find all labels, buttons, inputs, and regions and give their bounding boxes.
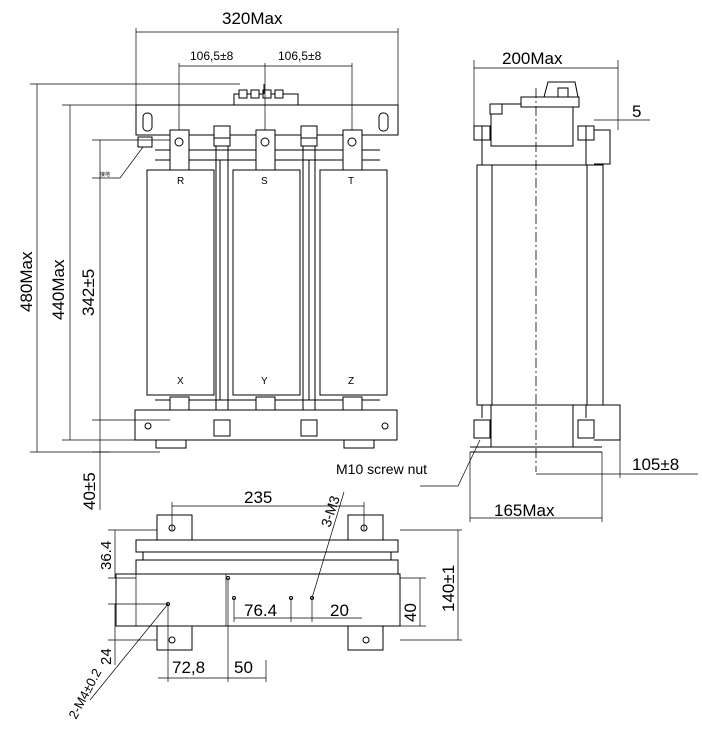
side-nut-br	[577, 419, 595, 439]
front-dimensions: 320Max 106,5±8 106,5±8 480Max 440Max 342…	[17, 9, 399, 510]
phase-x: X	[177, 376, 184, 387]
phase-y: Y	[261, 376, 268, 387]
dim-40: 40±5	[80, 472, 99, 510]
yoke-slot-left	[142, 112, 153, 132]
phase-z: Z	[348, 376, 354, 387]
dim-140: 140±1	[439, 565, 458, 612]
dim-165max: 165Max	[494, 501, 555, 520]
side-bracket-bot	[594, 404, 621, 441]
lug-top-t	[342, 129, 363, 171]
side-bot-yoke	[490, 404, 574, 448]
dim-76-4: 76.4	[244, 601, 277, 620]
lug-top-s	[255, 129, 276, 171]
mount-plate-top	[135, 539, 399, 553]
label-screw-nut: M10 screw nut	[336, 461, 427, 477]
mount-base	[115, 573, 401, 627]
ground-tab	[137, 136, 153, 148]
label-2-m4: 2-M4±0.2	[65, 666, 104, 721]
side-terminal-block	[520, 96, 580, 108]
dim-20: 20	[330, 601, 349, 620]
front-foot-left	[155, 439, 187, 449]
front-base	[134, 409, 398, 441]
coil-r	[146, 169, 215, 396]
ground-tag-text: 接地	[100, 171, 110, 178]
side-terminal	[543, 81, 579, 98]
terminal-3	[262, 89, 272, 99]
mount-view	[115, 514, 401, 651]
mount-tab-tr	[347, 514, 384, 541]
lug-top-r	[169, 129, 190, 171]
coil-s	[232, 169, 301, 396]
dim-40-mount: 40	[401, 603, 420, 622]
dim-342: 342±5	[79, 269, 98, 316]
dim-235: 235	[244, 488, 272, 507]
dim-440max: 440Max	[49, 259, 68, 320]
side-terminal-nut	[557, 87, 569, 98]
side-view	[470, 81, 621, 472]
phase-t: T	[348, 176, 354, 187]
dim-36-4: 36.4	[98, 541, 115, 570]
nut-bot-1	[213, 419, 231, 437]
phase-s: S	[261, 176, 268, 187]
side-top-yoke	[490, 103, 574, 147]
dim-50: 50	[234, 658, 253, 677]
terminal-1	[238, 89, 248, 99]
nut-top-2b	[300, 137, 318, 147]
terminal-2	[250, 89, 260, 99]
dim-105: 105±8	[632, 455, 679, 474]
nut-top-1	[213, 125, 231, 139]
dim-480max: 480Max	[17, 251, 36, 312]
nut-top-2	[300, 125, 318, 139]
side-coil	[476, 164, 604, 406]
dim-106-left: 106,5±8	[190, 49, 234, 63]
nut-bot-2	[300, 419, 318, 437]
side-cap	[489, 103, 503, 115]
side-bracket-top	[594, 129, 611, 165]
dim-320max: 320Max	[222, 9, 283, 28]
terminal-4	[274, 89, 284, 99]
dim-24: 24	[98, 648, 115, 665]
side-nut-bl	[473, 419, 491, 439]
dim-72-8: 72,8	[172, 658, 205, 677]
dim-200max: 200Max	[502, 49, 563, 68]
yoke-slot-right	[378, 112, 389, 132]
dim-5: 5	[632, 102, 641, 121]
mount-plate-mid	[142, 551, 392, 561]
label-3-m3: 3-M3	[318, 493, 343, 528]
front-foot-right	[343, 439, 375, 449]
dim-106-right: 106,5±8	[278, 49, 322, 63]
mount-plate-low	[135, 559, 399, 575]
side-dimensions: 200Max 5 105±8 165Max M10 screw nut	[336, 49, 698, 522]
mount-tab-br	[347, 625, 384, 651]
nut-top-1b	[213, 137, 231, 147]
coil-t	[319, 169, 388, 396]
phase-r: R	[177, 176, 184, 187]
front-view: 接地 R S T X Y Z	[92, 84, 399, 449]
